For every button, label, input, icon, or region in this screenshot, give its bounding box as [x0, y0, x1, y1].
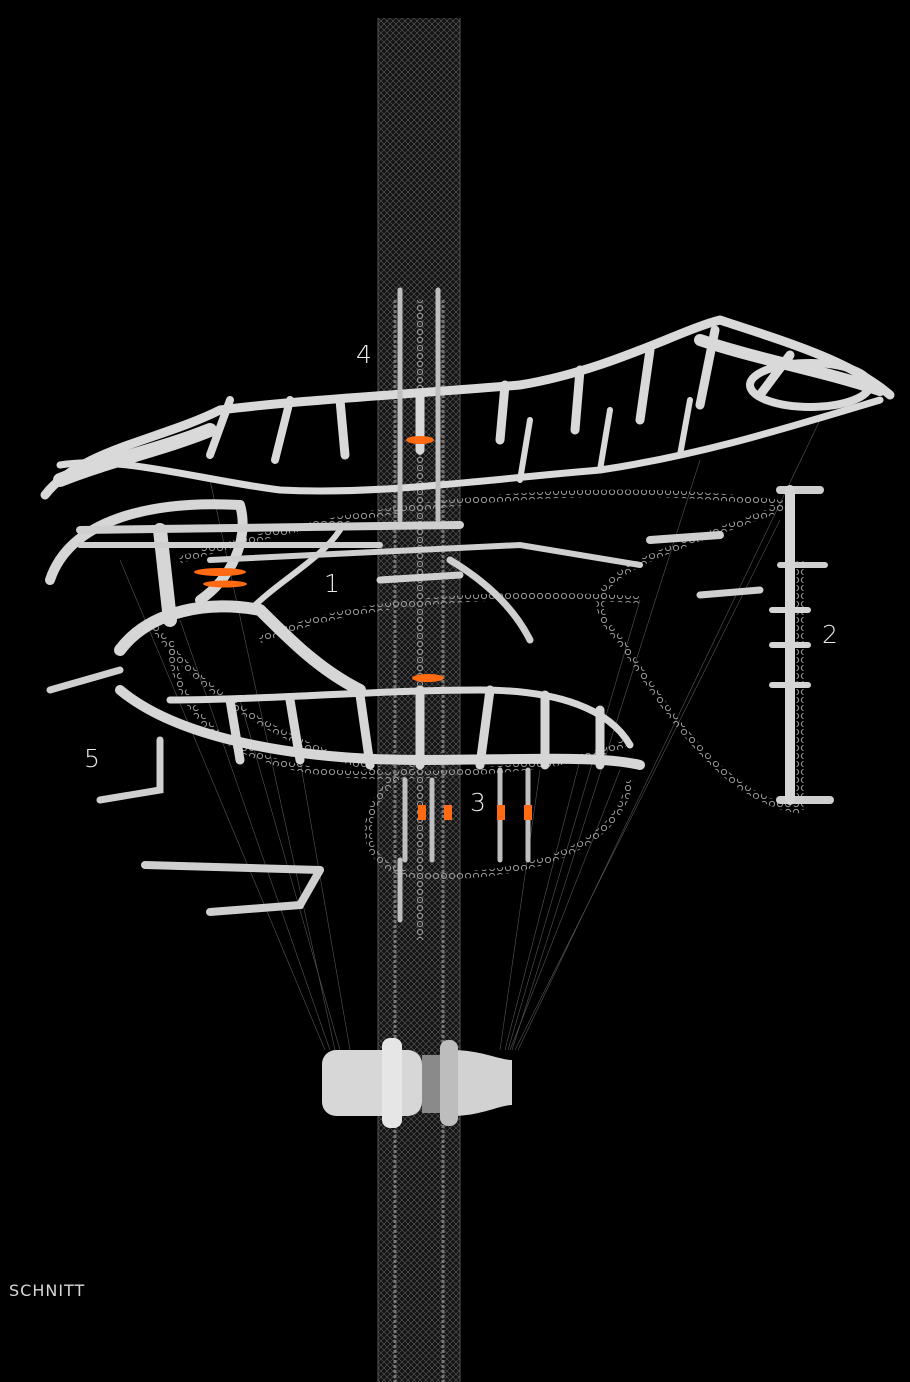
- callout-label-5: 5: [84, 746, 100, 771]
- callout-label-1: 1: [324, 571, 340, 596]
- upper-shell: [45, 320, 890, 495]
- callout-label-2: 2: [822, 622, 838, 647]
- callout-label-4: 4: [356, 342, 372, 367]
- section-caption: SCHNITT: [9, 1281, 85, 1300]
- callout-label-3: 3: [470, 790, 486, 815]
